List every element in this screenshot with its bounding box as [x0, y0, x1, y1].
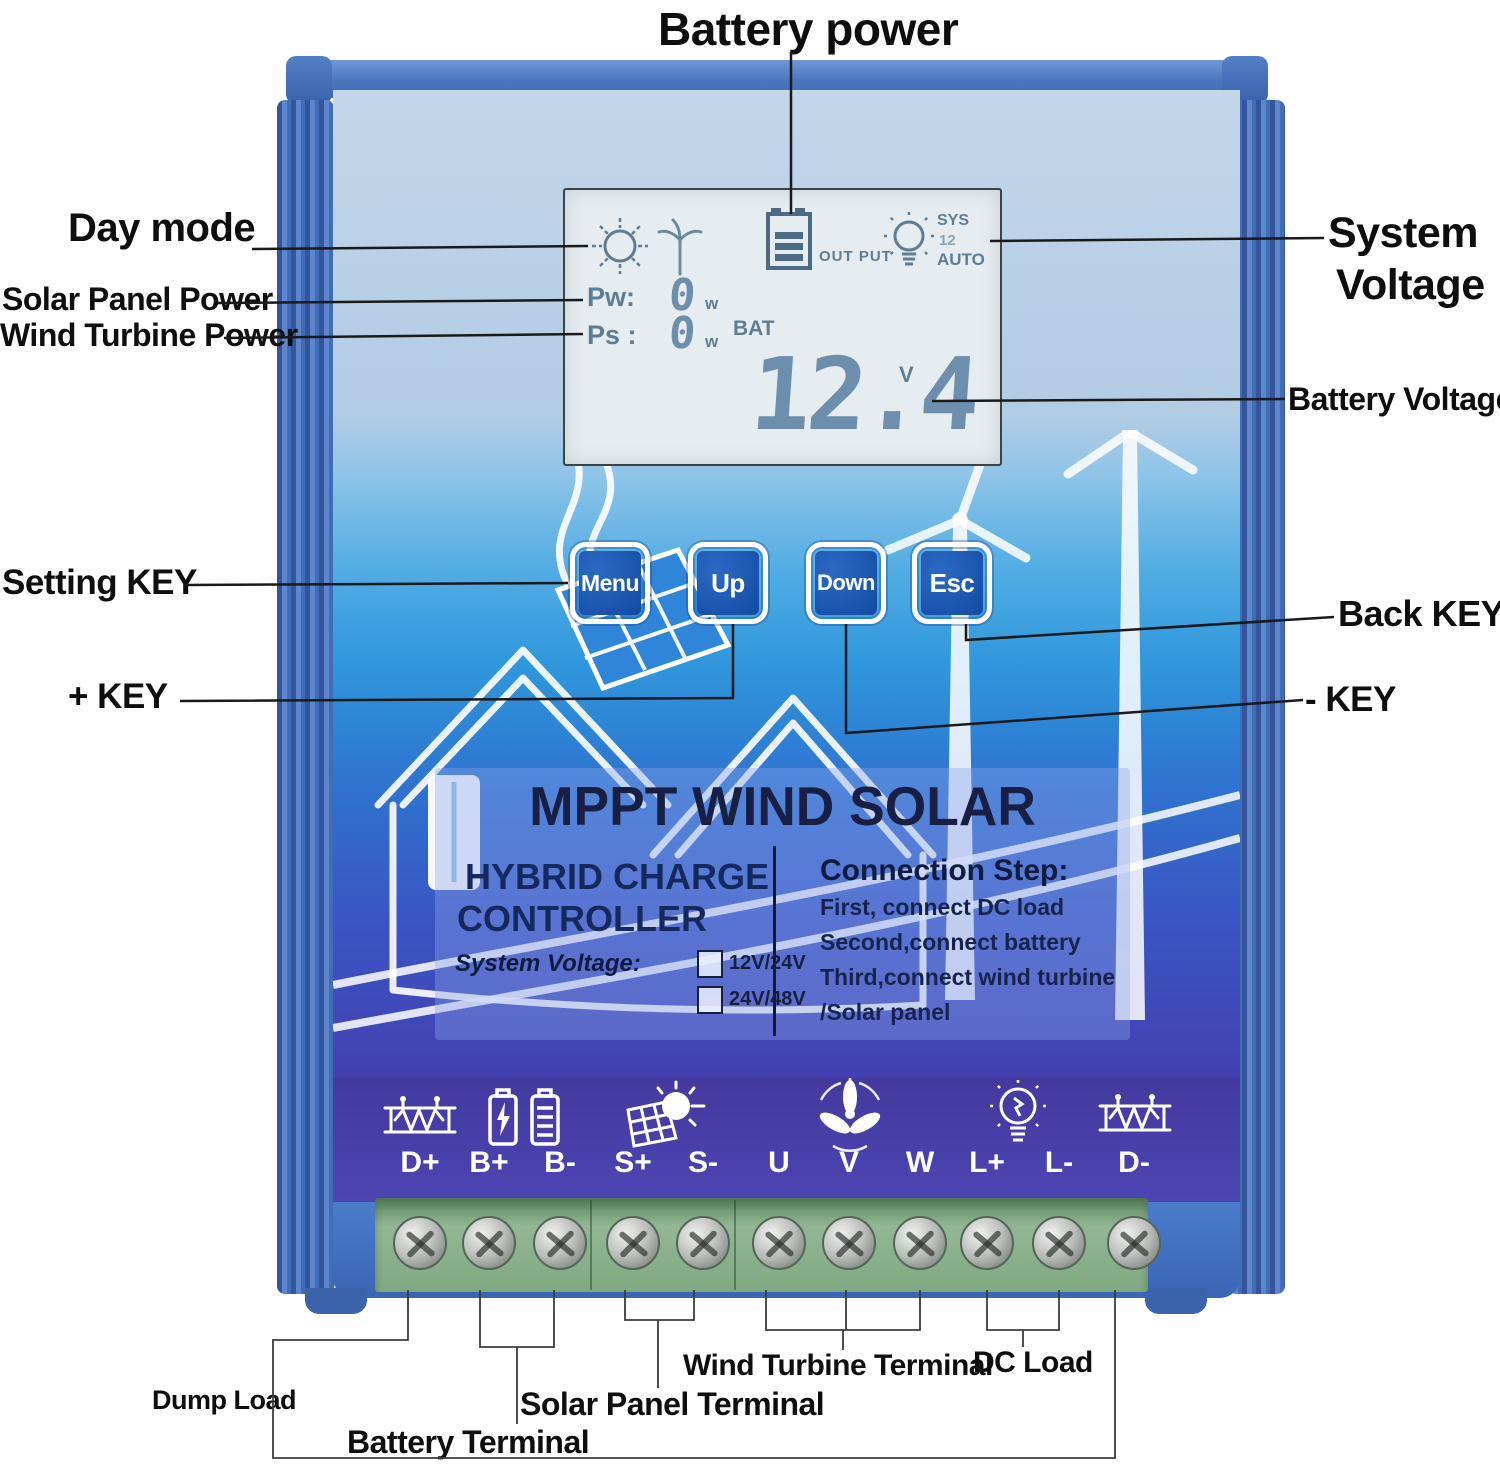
dump-load-icon	[383, 1096, 457, 1135]
dc-load-label: DC Load	[973, 1346, 1093, 1379]
screw-w	[893, 1216, 947, 1270]
lcd-sys-label: SYS	[937, 212, 970, 229]
lcd-sys-value: 12	[939, 232, 956, 249]
screw-d-plus	[393, 1216, 447, 1270]
connection-step-3: Third,connect wind turbine	[820, 964, 1116, 990]
case-foot-left	[305, 1288, 367, 1314]
connection-step-1: First, connect DC load	[820, 894, 1065, 920]
lcd-auto-label: AUTO	[937, 250, 985, 269]
connection-step-4: /Solar panel	[820, 999, 951, 1025]
terminal-strip	[333, 1078, 1240, 1202]
lcd-ps-label: Ps :	[587, 320, 637, 350]
system-voltage-label: System Voltage:	[455, 950, 641, 977]
solar-panel-power-label: Solar Panel Power	[2, 281, 273, 317]
setting-key-label: Setting KEY	[2, 563, 197, 602]
dump-load-label: Dump Load	[152, 1385, 297, 1415]
screw-b-plus	[462, 1216, 516, 1270]
down-key-label: Down	[815, 551, 877, 615]
case-foot-right	[1145, 1288, 1207, 1314]
terminal-label-w: W	[905, 1146, 935, 1179]
wind-turbine-terminal-label: Wind Turbine Terminal	[683, 1349, 993, 1382]
screw-l-minus	[1032, 1216, 1086, 1270]
day-mode-label: Day mode	[68, 206, 256, 250]
product-subtitle-1: HYBRID CHARGE	[465, 856, 770, 897]
voltage-checkbox-24v48v	[697, 986, 723, 1014]
terminal-label-l-minus: L-	[1044, 1146, 1074, 1179]
product-title: MPPT WIND SOLAR	[529, 775, 1036, 837]
battery-power-icon	[766, 208, 812, 270]
voltage-option-2: 24V/48V	[729, 988, 806, 1010]
terminal-block-seam	[734, 1200, 736, 1290]
terminal-label-u: U	[768, 1146, 790, 1179]
solar-panel-terminal-icon	[626, 1080, 706, 1148]
screw-b-minus	[533, 1216, 587, 1270]
voltage-option-1: 12V/24V	[729, 952, 806, 974]
lcd-ps-unit: w	[705, 332, 719, 351]
terminal-label-d-minus: D-	[1118, 1146, 1150, 1179]
sun-day-mode-icon	[592, 218, 648, 274]
product-label: MPPT WIND SOLAR HYBRID CHARGE CONTROLLER…	[435, 768, 1130, 1040]
terminal-label-b-minus: B-	[544, 1146, 576, 1179]
battery-voltage-label: Battery Voltage	[1288, 381, 1500, 417]
connection-step-title: Connection Step:	[820, 854, 1069, 887]
back-key-label: Back KEY	[1338, 593, 1500, 634]
lcd-output-label: OUT PUT	[819, 248, 892, 265]
leader-wind-terminal-drop	[842, 1290, 847, 1350]
lcd-battery-voltage-unit: V	[899, 362, 914, 387]
esc-key[interactable]: Esc	[912, 542, 992, 624]
plus-key-label: + KEY	[68, 677, 168, 716]
terminal-label-b-plus: B+	[469, 1146, 509, 1179]
label-divider	[773, 846, 776, 1036]
screw-s-plus	[606, 1216, 660, 1270]
wind-turbine-power-label: Wind Turbine Power	[0, 317, 298, 353]
dump-load-icon-2	[1098, 1094, 1172, 1133]
power-line-graphic	[333, 791, 1240, 1032]
lcd-battery-voltage-value: 12.4	[746, 336, 980, 453]
lcd-pw-label: Pw:	[587, 282, 636, 312]
menu-key[interactable]: Menu	[570, 542, 650, 624]
house-roof-right	[649, 694, 937, 859]
battery-power-label: Battery power	[658, 3, 959, 55]
esc-key-label: Esc	[921, 551, 983, 615]
voltage-checkbox-12v24v	[697, 950, 723, 978]
terminal-label-s-minus: S-	[688, 1146, 718, 1179]
up-key[interactable]: Up	[688, 542, 768, 624]
terminal-label-s-plus: S+	[614, 1146, 652, 1179]
down-key[interactable]: Down	[806, 542, 886, 624]
battery-terminal-icon	[488, 1088, 560, 1146]
case-corner-left	[286, 56, 332, 104]
load-bulb-icon	[881, 212, 937, 266]
screw-l-plus	[960, 1216, 1014, 1270]
product-subtitle-2: CONTROLLER	[457, 898, 707, 939]
wind-turbine-mode-icon	[657, 218, 703, 276]
screw-u	[752, 1216, 806, 1270]
leader-battery-terminal-bracket	[479, 1290, 555, 1348]
screw-d-minus	[1107, 1216, 1161, 1270]
terminal-label-d-plus: D+	[400, 1146, 440, 1179]
terminal-label-l-plus: L+	[969, 1146, 1005, 1179]
connection-step-2: Second,connect battery	[820, 929, 1081, 955]
menu-key-label: Menu	[579, 551, 641, 615]
terminal-label-v: V	[838, 1146, 859, 1179]
minus-key-label: - KEY	[1305, 680, 1396, 719]
heatsink-fins-left	[277, 100, 334, 1294]
lcd-bat-label: BAT	[733, 317, 775, 340]
lcd-ps-value: 0	[667, 308, 698, 359]
up-key-label: Up	[697, 551, 759, 615]
lcd-pw-unit: w	[705, 294, 719, 313]
terminal-block-seam	[590, 1200, 592, 1290]
screw-s-minus	[676, 1216, 730, 1270]
dc-load-bulb-icon	[987, 1080, 1049, 1142]
screw-v	[822, 1216, 876, 1270]
system-voltage-label-callout: System Voltage	[1328, 209, 1485, 309]
solar-panel-terminal-label: Solar Panel Terminal	[520, 1386, 825, 1422]
wind-turbine-terminal-icon	[819, 1078, 881, 1152]
lcd-display: OUT PUT SYS 12 AUTO Pw: 0 w Ps : 0 w BAT…	[563, 188, 1002, 466]
battery-terminal-label: Battery Terminal	[347, 1424, 590, 1460]
